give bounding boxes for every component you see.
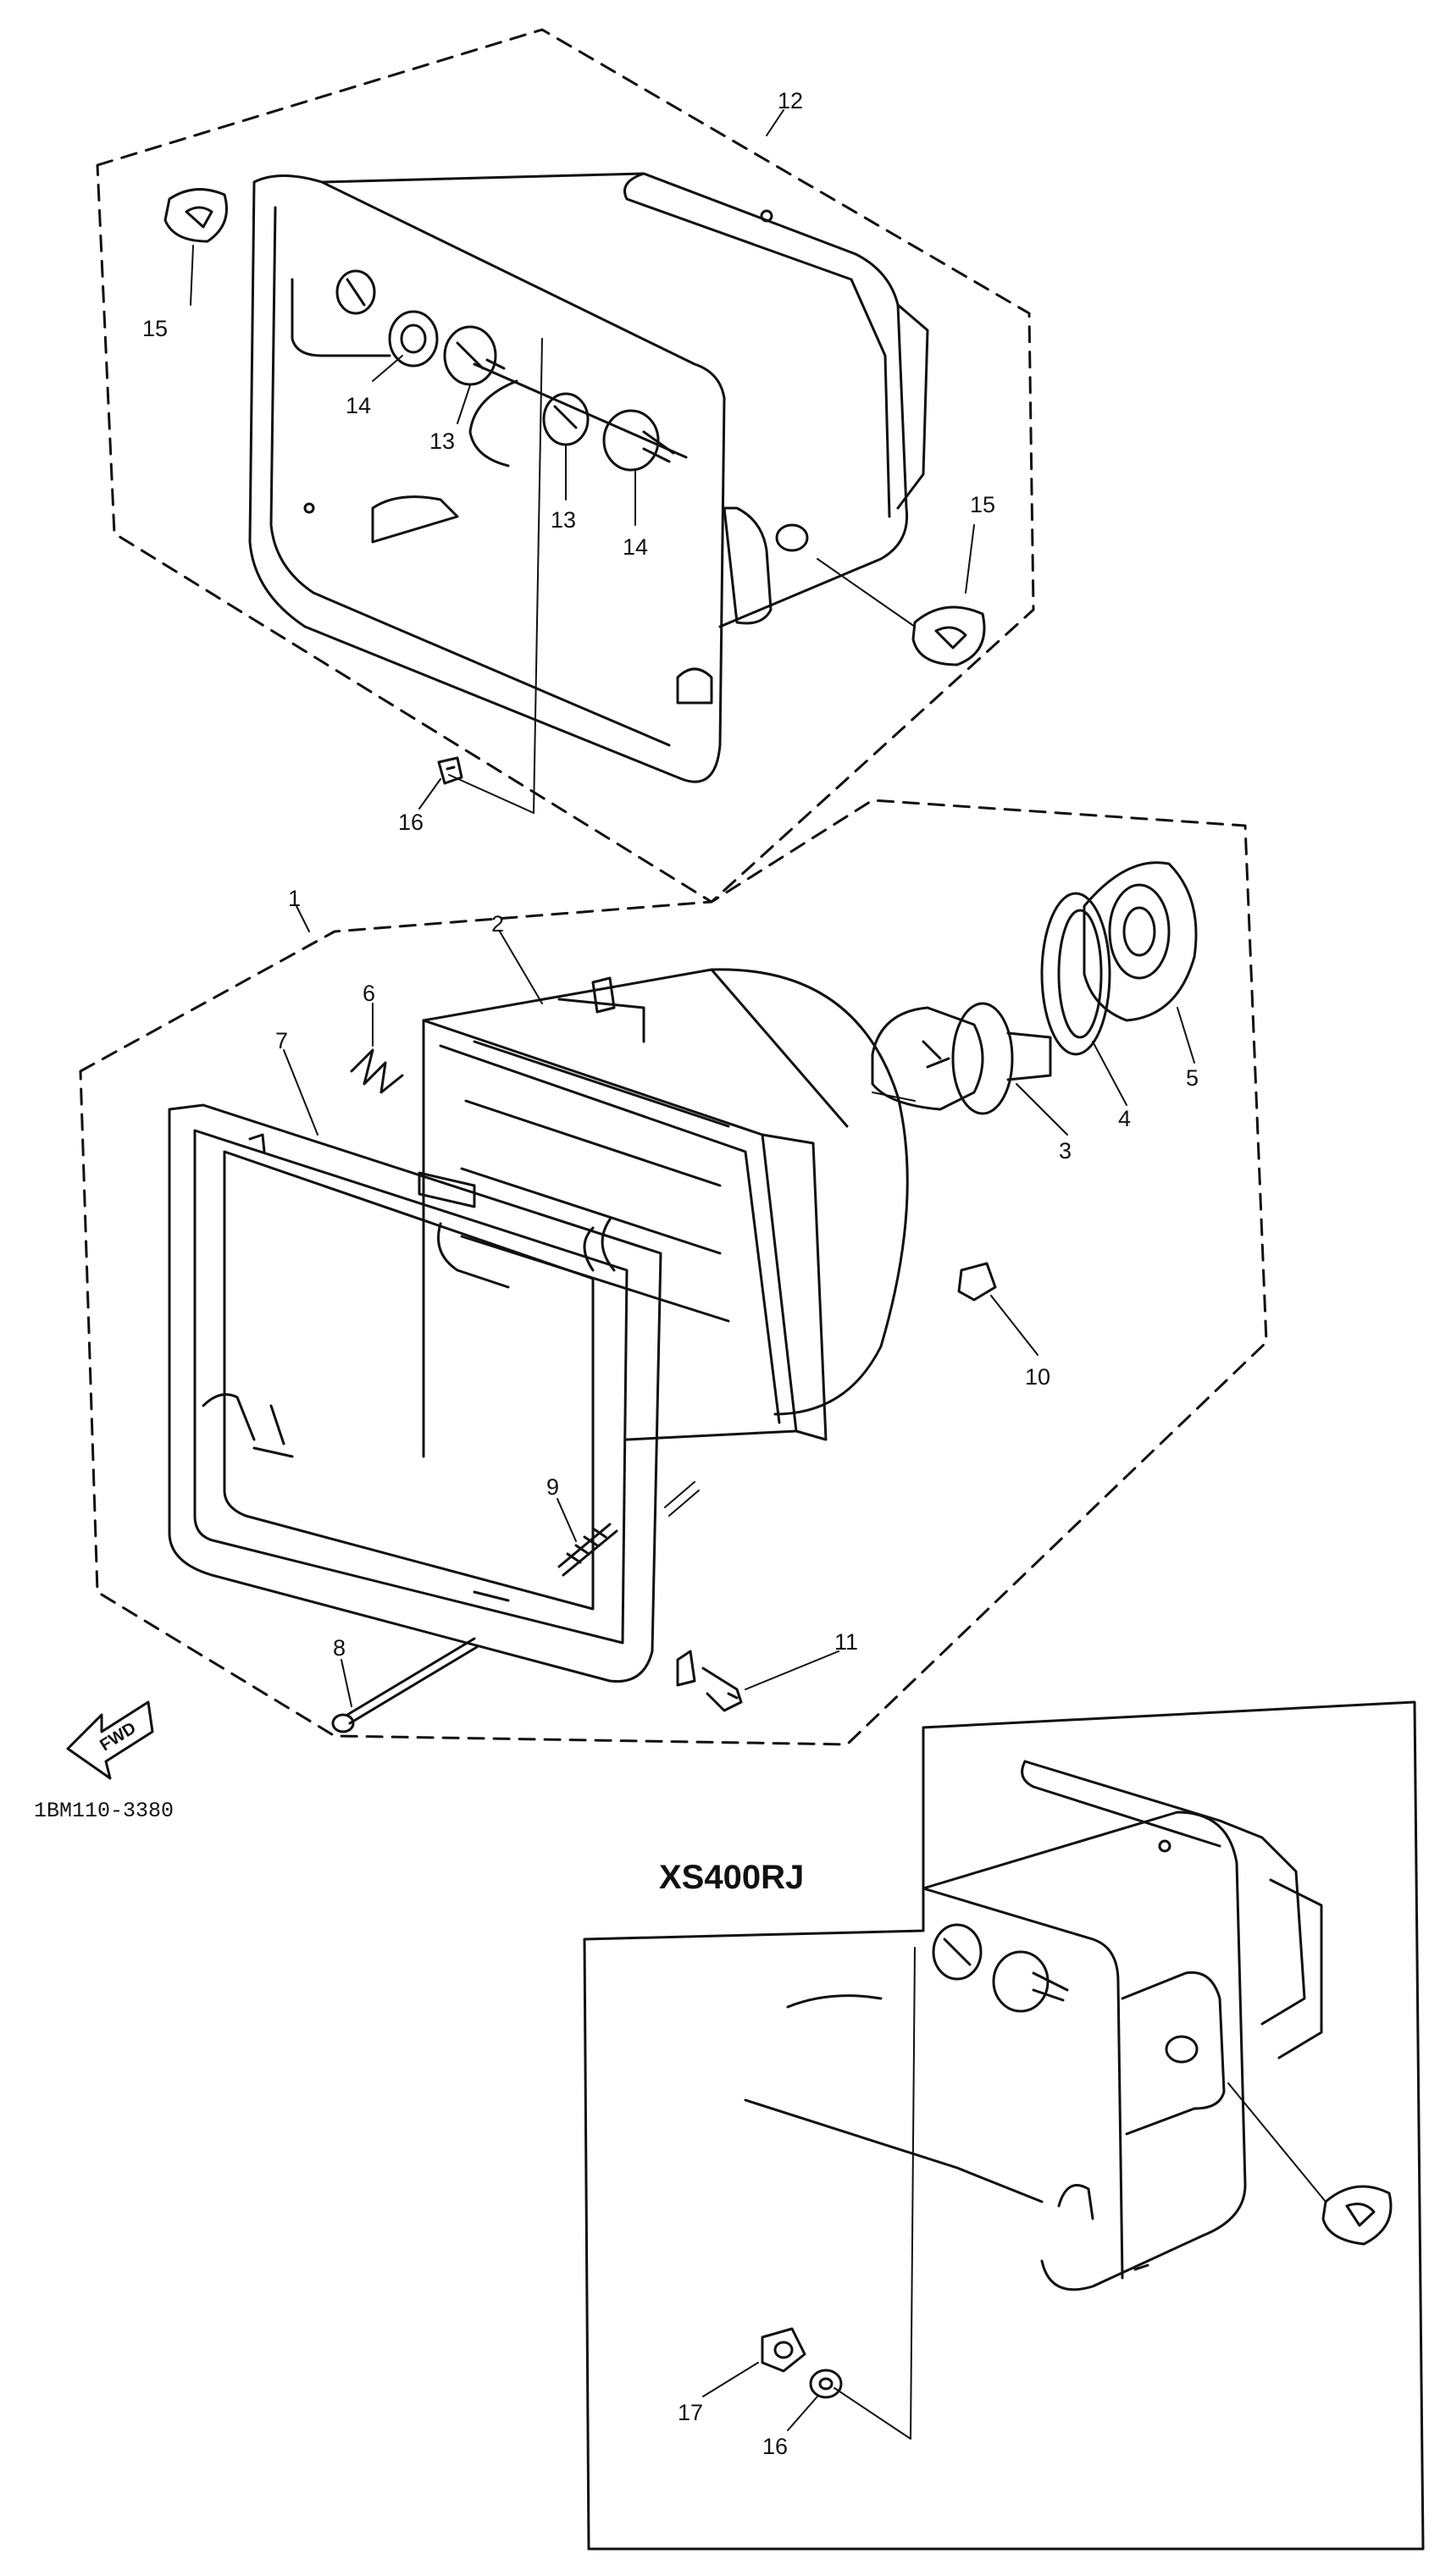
callout-3: 3 — [1059, 1138, 1072, 1164]
socket-14-upper-left — [388, 310, 439, 368]
callout-2: 2 — [491, 911, 504, 937]
callout-15-left: 15 — [142, 316, 168, 341]
callout-14-upper-right: 14 — [623, 534, 648, 560]
callout-labels: 12 15 14 13 13 14 15 16 1 2 6 7 3 4 5 10… — [142, 88, 1199, 2459]
grommet-15-left — [163, 188, 228, 243]
variant-alignment-line — [834, 1947, 916, 2440]
callout-8: 8 — [333, 1635, 346, 1661]
group-boundary-unit — [79, 799, 1268, 1746]
callout-5: 5 — [1186, 1065, 1199, 1091]
spring-6 — [350, 1048, 404, 1094]
callout-11: 11 — [834, 1629, 858, 1655]
headlight-case — [248, 172, 929, 783]
variant-model-label: XS400RJ — [659, 1859, 804, 1896]
callout-4: 4 — [1118, 1106, 1131, 1131]
alignment-line-upper — [533, 338, 543, 814]
callout-7: 7 — [275, 1028, 288, 1053]
callout-9: 9 — [546, 1474, 559, 1500]
grommet-15-right — [911, 605, 986, 666]
case-to-grommet-line — [817, 558, 916, 627]
nut-10 — [957, 1262, 997, 1302]
nut-16-upper — [437, 756, 463, 785]
callout-13-upper-left: 13 — [429, 428, 455, 454]
callout-13-upper-right: 13 — [551, 507, 576, 533]
variant-case — [744, 1760, 1323, 2291]
bulb-13-upper-left — [443, 325, 506, 386]
group-boundary-case — [96, 28, 1035, 904]
variant-grommet — [1321, 2185, 1393, 2246]
bolt-8 — [331, 1637, 479, 1733]
bulb-holder-4 — [1040, 892, 1111, 1056]
bulb-13-upper-right — [542, 392, 590, 446]
callout-15-right: 15 — [970, 492, 995, 517]
socket-14-upper-right — [602, 409, 675, 472]
screw-11 — [701, 1667, 743, 1712]
forward-arrow-icon — [66, 1700, 154, 1780]
callout-1: 1 — [288, 886, 301, 911]
forward-label: FWD — [97, 1719, 139, 1755]
case-socket-left — [335, 269, 376, 315]
callout-6: 6 — [363, 981, 375, 1006]
variant-inset-frame — [583, 1700, 1425, 2551]
drawing-code: 1BM110-3380 — [34, 1799, 174, 1823]
bulb-3 — [871, 1002, 1052, 1115]
adjust-screw-9 — [557, 1523, 618, 1577]
callout-12: 12 — [778, 88, 803, 113]
callout-10: 10 — [1025, 1364, 1050, 1390]
callout-16-variant: 16 — [762, 2434, 788, 2459]
headlight-rim — [168, 1103, 696, 1687]
callout-14-upper-left: 14 — [346, 393, 371, 418]
variant-nut-17 — [761, 2327, 806, 2373]
callout-17: 17 — [678, 2400, 703, 2425]
variant-washer-16 — [809, 2369, 843, 2399]
headlight-body — [422, 968, 909, 1458]
socket-cover-5 — [1083, 861, 1198, 1022]
variant-bulb-right — [992, 1950, 1069, 2013]
callout-16-upper: 16 — [398, 810, 424, 835]
variant-bulb-left — [932, 1923, 983, 1981]
